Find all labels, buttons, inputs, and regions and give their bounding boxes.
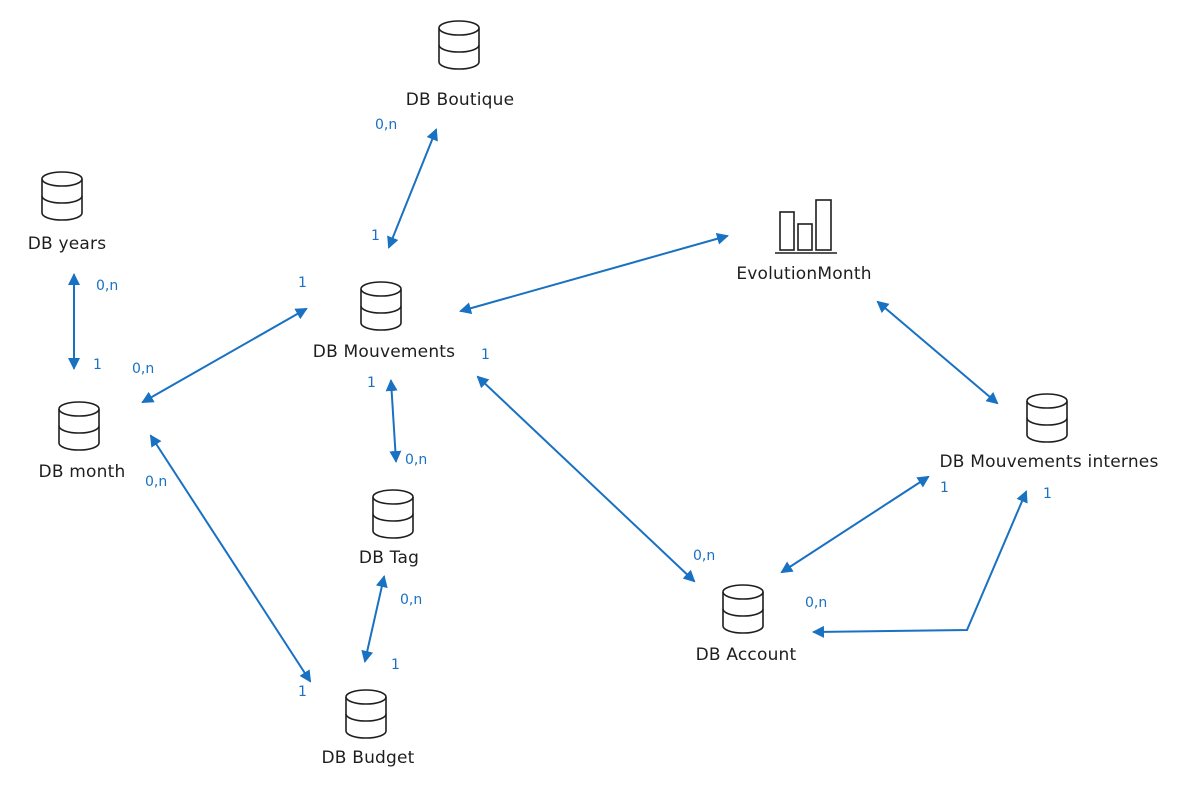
cardinality-label: 0,n: [132, 361, 155, 377]
cardinality-label: 0,n: [400, 592, 423, 608]
cardinality-label: 1: [367, 375, 376, 391]
cardinality-label: 1: [481, 347, 490, 363]
database-icon-years: [41, 171, 83, 221]
node-label-evolution: EvolutionMonth: [736, 264, 872, 284]
node-label-month: DB month: [38, 462, 126, 482]
cardinality-label: 0,n: [693, 548, 716, 564]
database-icon-budget: [345, 689, 387, 739]
cardinality-label: 1: [298, 275, 307, 291]
cardinality-label: 1: [391, 657, 400, 673]
database-icon-internes: [1026, 393, 1068, 443]
cardinality-label: 0,n: [805, 595, 828, 611]
cardinality-label: 0,n: [375, 117, 398, 133]
cardinality-label: 0,n: [405, 452, 428, 468]
edge-mouvements-tag: [385, 379, 402, 463]
edge-mouvements-evolution: [459, 232, 729, 315]
node-label-boutique: DB Boutique: [405, 90, 515, 110]
database-icon-tag: [372, 489, 414, 539]
cardinality-label: 0,n: [145, 474, 168, 490]
cardinality-label: 0,n: [96, 278, 119, 294]
node-label-years: DB years: [27, 234, 107, 254]
edge-internes-account-2: [812, 490, 1028, 638]
edge-evolution-internes: [876, 300, 999, 405]
node-label-account: DB Account: [695, 645, 797, 665]
database-icon-account: [722, 584, 764, 634]
edge-boutique-mouvements: [387, 128, 438, 249]
cardinality-label: 1: [371, 228, 380, 244]
node-label-internes: DB Mouvements internes: [939, 452, 1159, 472]
database-icon-mouvements: [360, 281, 402, 331]
cardinality-label: 1: [1043, 486, 1052, 502]
edge-internes-account: [780, 475, 930, 574]
edge-month-budget: [149, 434, 312, 683]
database-icon-month: [58, 401, 100, 451]
edge-mouvements-account: [476, 375, 696, 583]
database-icon-boutique: [438, 20, 480, 70]
node-label-budget: DB Budget: [321, 748, 415, 768]
edge-tag-budget: [361, 575, 388, 663]
cardinality-label: 1: [940, 480, 949, 496]
bar-chart-icon: [775, 199, 837, 254]
node-label-mouvements: DB Mouvements: [312, 342, 456, 362]
edge-month-mouvements: [141, 308, 308, 403]
cardinality-label: 1: [93, 357, 102, 373]
cardinality-label: 1: [298, 684, 307, 700]
node-label-tag: DB Tag: [358, 548, 420, 568]
